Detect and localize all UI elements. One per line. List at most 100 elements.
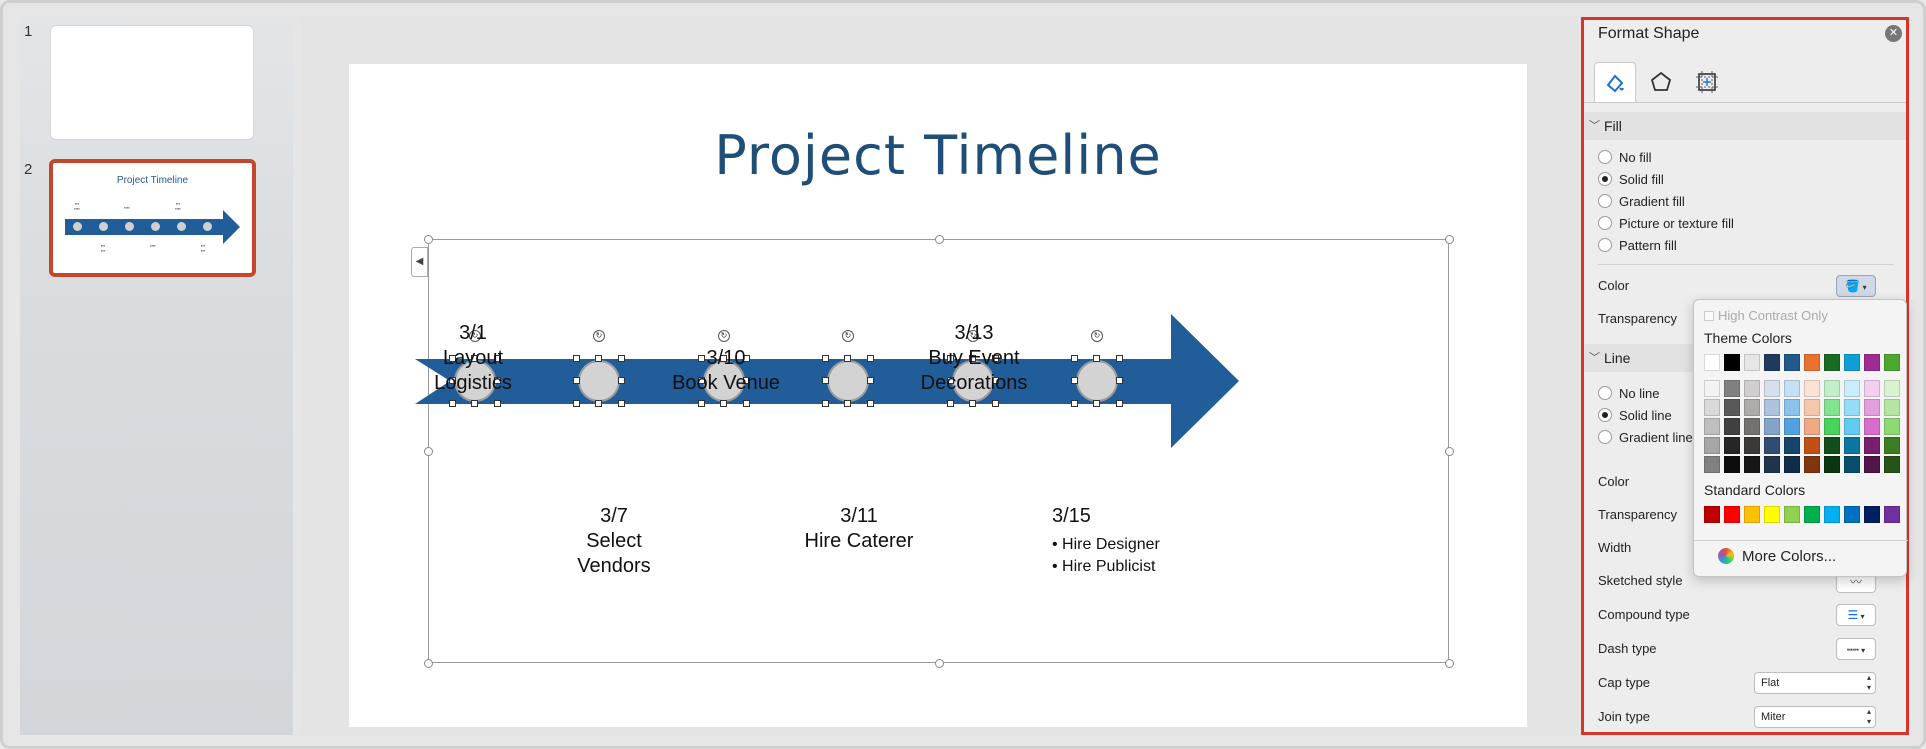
resize-handle[interactable]	[992, 400, 999, 407]
color-swatch[interactable]	[1804, 354, 1820, 371]
color-swatch[interactable]	[1744, 506, 1760, 523]
milestone-bottom-3-bullets[interactable]: Hire Designer Hire Publicist	[1052, 534, 1160, 578]
resize-handle[interactable]	[844, 355, 851, 362]
color-swatch[interactable]	[1844, 456, 1860, 473]
resize-handle[interactable]	[822, 377, 829, 384]
color-swatch[interactable]	[1744, 380, 1760, 397]
close-icon[interactable]: ✕	[1885, 25, 1902, 42]
resize-handle[interactable]	[992, 377, 999, 384]
color-swatch[interactable]	[1864, 354, 1880, 371]
color-swatch[interactable]	[1824, 399, 1840, 416]
color-swatch[interactable]	[1884, 354, 1900, 371]
slide-thumbnail-1[interactable]	[50, 25, 254, 140]
radio-no-line[interactable]: No line	[1598, 384, 1659, 404]
resize-handle[interactable]	[618, 377, 625, 384]
size-properties-icon[interactable]	[1686, 62, 1728, 102]
radio-solid-fill[interactable]: Solid fill	[1598, 170, 1664, 190]
radio-no-fill[interactable]: No fill	[1598, 148, 1652, 168]
color-swatch[interactable]	[1864, 437, 1880, 454]
resize-handle[interactable]	[1071, 400, 1078, 407]
timeline-node[interactable]: ↻	[1071, 330, 1123, 407]
frame-resize-handle[interactable]	[424, 447, 433, 456]
color-swatch[interactable]	[1784, 354, 1800, 371]
resize-handle[interactable]	[595, 355, 602, 362]
resize-handle[interactable]	[1071, 377, 1078, 384]
resize-handle[interactable]	[698, 377, 705, 384]
color-swatch[interactable]	[1744, 418, 1760, 435]
color-swatch[interactable]	[1704, 418, 1720, 435]
radio-solid-line[interactable]: Solid line	[1598, 406, 1672, 426]
color-swatch[interactable]	[1724, 506, 1740, 523]
color-swatch[interactable]	[1744, 456, 1760, 473]
color-swatch[interactable]	[1824, 506, 1840, 523]
rotate-handle-icon[interactable]: ↻	[469, 330, 481, 342]
color-swatch[interactable]	[1864, 456, 1880, 473]
resize-handle[interactable]	[1116, 355, 1123, 362]
color-swatch[interactable]	[1844, 354, 1860, 371]
resize-handle[interactable]	[743, 400, 750, 407]
milestone-bottom-2[interactable]: 3/11 Hire Caterer	[789, 504, 929, 554]
frame-resize-handle[interactable]	[934, 235, 944, 244]
dash-type-button[interactable]: ┅┅ ▾	[1836, 638, 1876, 660]
collapse-arrow-icon[interactable]: ◀	[411, 247, 428, 277]
color-swatch[interactable]	[1704, 380, 1720, 397]
resize-handle[interactable]	[867, 377, 874, 384]
color-swatch[interactable]	[1824, 437, 1840, 454]
resize-handle[interactable]	[449, 400, 456, 407]
color-swatch[interactable]	[1784, 456, 1800, 473]
resize-handle[interactable]	[573, 400, 580, 407]
color-swatch[interactable]	[1764, 399, 1780, 416]
color-swatch[interactable]	[1804, 380, 1820, 397]
color-swatch[interactable]	[1704, 506, 1720, 523]
resize-handle[interactable]	[698, 400, 705, 407]
color-swatch[interactable]	[1844, 399, 1860, 416]
rotate-handle-icon[interactable]: ↻	[593, 330, 605, 342]
milestone-bottom-3-date[interactable]: 3/15	[1052, 504, 1112, 529]
color-swatch[interactable]	[1744, 437, 1760, 454]
frame-resize-handle[interactable]	[1445, 235, 1454, 244]
color-swatch[interactable]	[1824, 354, 1840, 371]
resize-handle[interactable]	[494, 355, 501, 362]
color-swatch[interactable]	[1884, 456, 1900, 473]
resize-handle[interactable]	[867, 355, 874, 362]
resize-handle[interactable]	[1071, 355, 1078, 362]
resize-handle[interactable]	[449, 355, 456, 362]
color-swatch[interactable]	[1724, 456, 1740, 473]
color-swatch[interactable]	[1804, 506, 1820, 523]
milestone-top-2[interactable]: 3/10 Book Venue	[651, 346, 801, 396]
resize-handle[interactable]	[618, 355, 625, 362]
color-swatch[interactable]	[1824, 456, 1840, 473]
resize-handle[interactable]	[1116, 400, 1123, 407]
color-swatch[interactable]	[1744, 399, 1760, 416]
frame-resize-handle[interactable]	[1445, 659, 1454, 668]
color-swatch[interactable]	[1784, 399, 1800, 416]
resize-handle[interactable]	[573, 377, 580, 384]
resize-handle[interactable]	[1093, 355, 1100, 362]
frame-resize-handle[interactable]	[424, 235, 433, 244]
color-swatch[interactable]	[1764, 506, 1780, 523]
color-swatch[interactable]	[1724, 354, 1740, 371]
resize-handle[interactable]	[573, 355, 580, 362]
color-swatch[interactable]	[1864, 380, 1880, 397]
resize-handle[interactable]	[743, 377, 750, 384]
slide-title[interactable]: Project Timeline	[714, 124, 1162, 187]
slide-thumbnail-2[interactable]: Project Timeline ▪▪▪▪▪▪▪ ▪▪▪▪ ▪▪▪▪▪▪▪ ▪▪…	[49, 159, 256, 277]
resize-handle[interactable]	[698, 355, 705, 362]
resize-handle[interactable]	[720, 400, 727, 407]
color-swatch[interactable]	[1764, 456, 1780, 473]
resize-handle[interactable]	[867, 400, 874, 407]
resize-handle[interactable]	[494, 400, 501, 407]
resize-handle[interactable]	[743, 355, 750, 362]
color-swatch[interactable]	[1784, 437, 1800, 454]
color-swatch[interactable]	[1764, 418, 1780, 435]
rotate-handle-icon[interactable]: ↻	[842, 330, 854, 342]
color-swatch[interactable]	[1864, 506, 1880, 523]
color-swatch[interactable]	[1864, 399, 1880, 416]
resize-handle[interactable]	[595, 400, 602, 407]
rotate-handle-icon[interactable]: ↻	[967, 330, 979, 342]
color-swatch[interactable]	[1784, 506, 1800, 523]
color-swatch[interactable]	[1724, 399, 1740, 416]
resize-handle[interactable]	[822, 400, 829, 407]
resize-handle[interactable]	[1093, 400, 1100, 407]
resize-handle[interactable]	[947, 400, 954, 407]
